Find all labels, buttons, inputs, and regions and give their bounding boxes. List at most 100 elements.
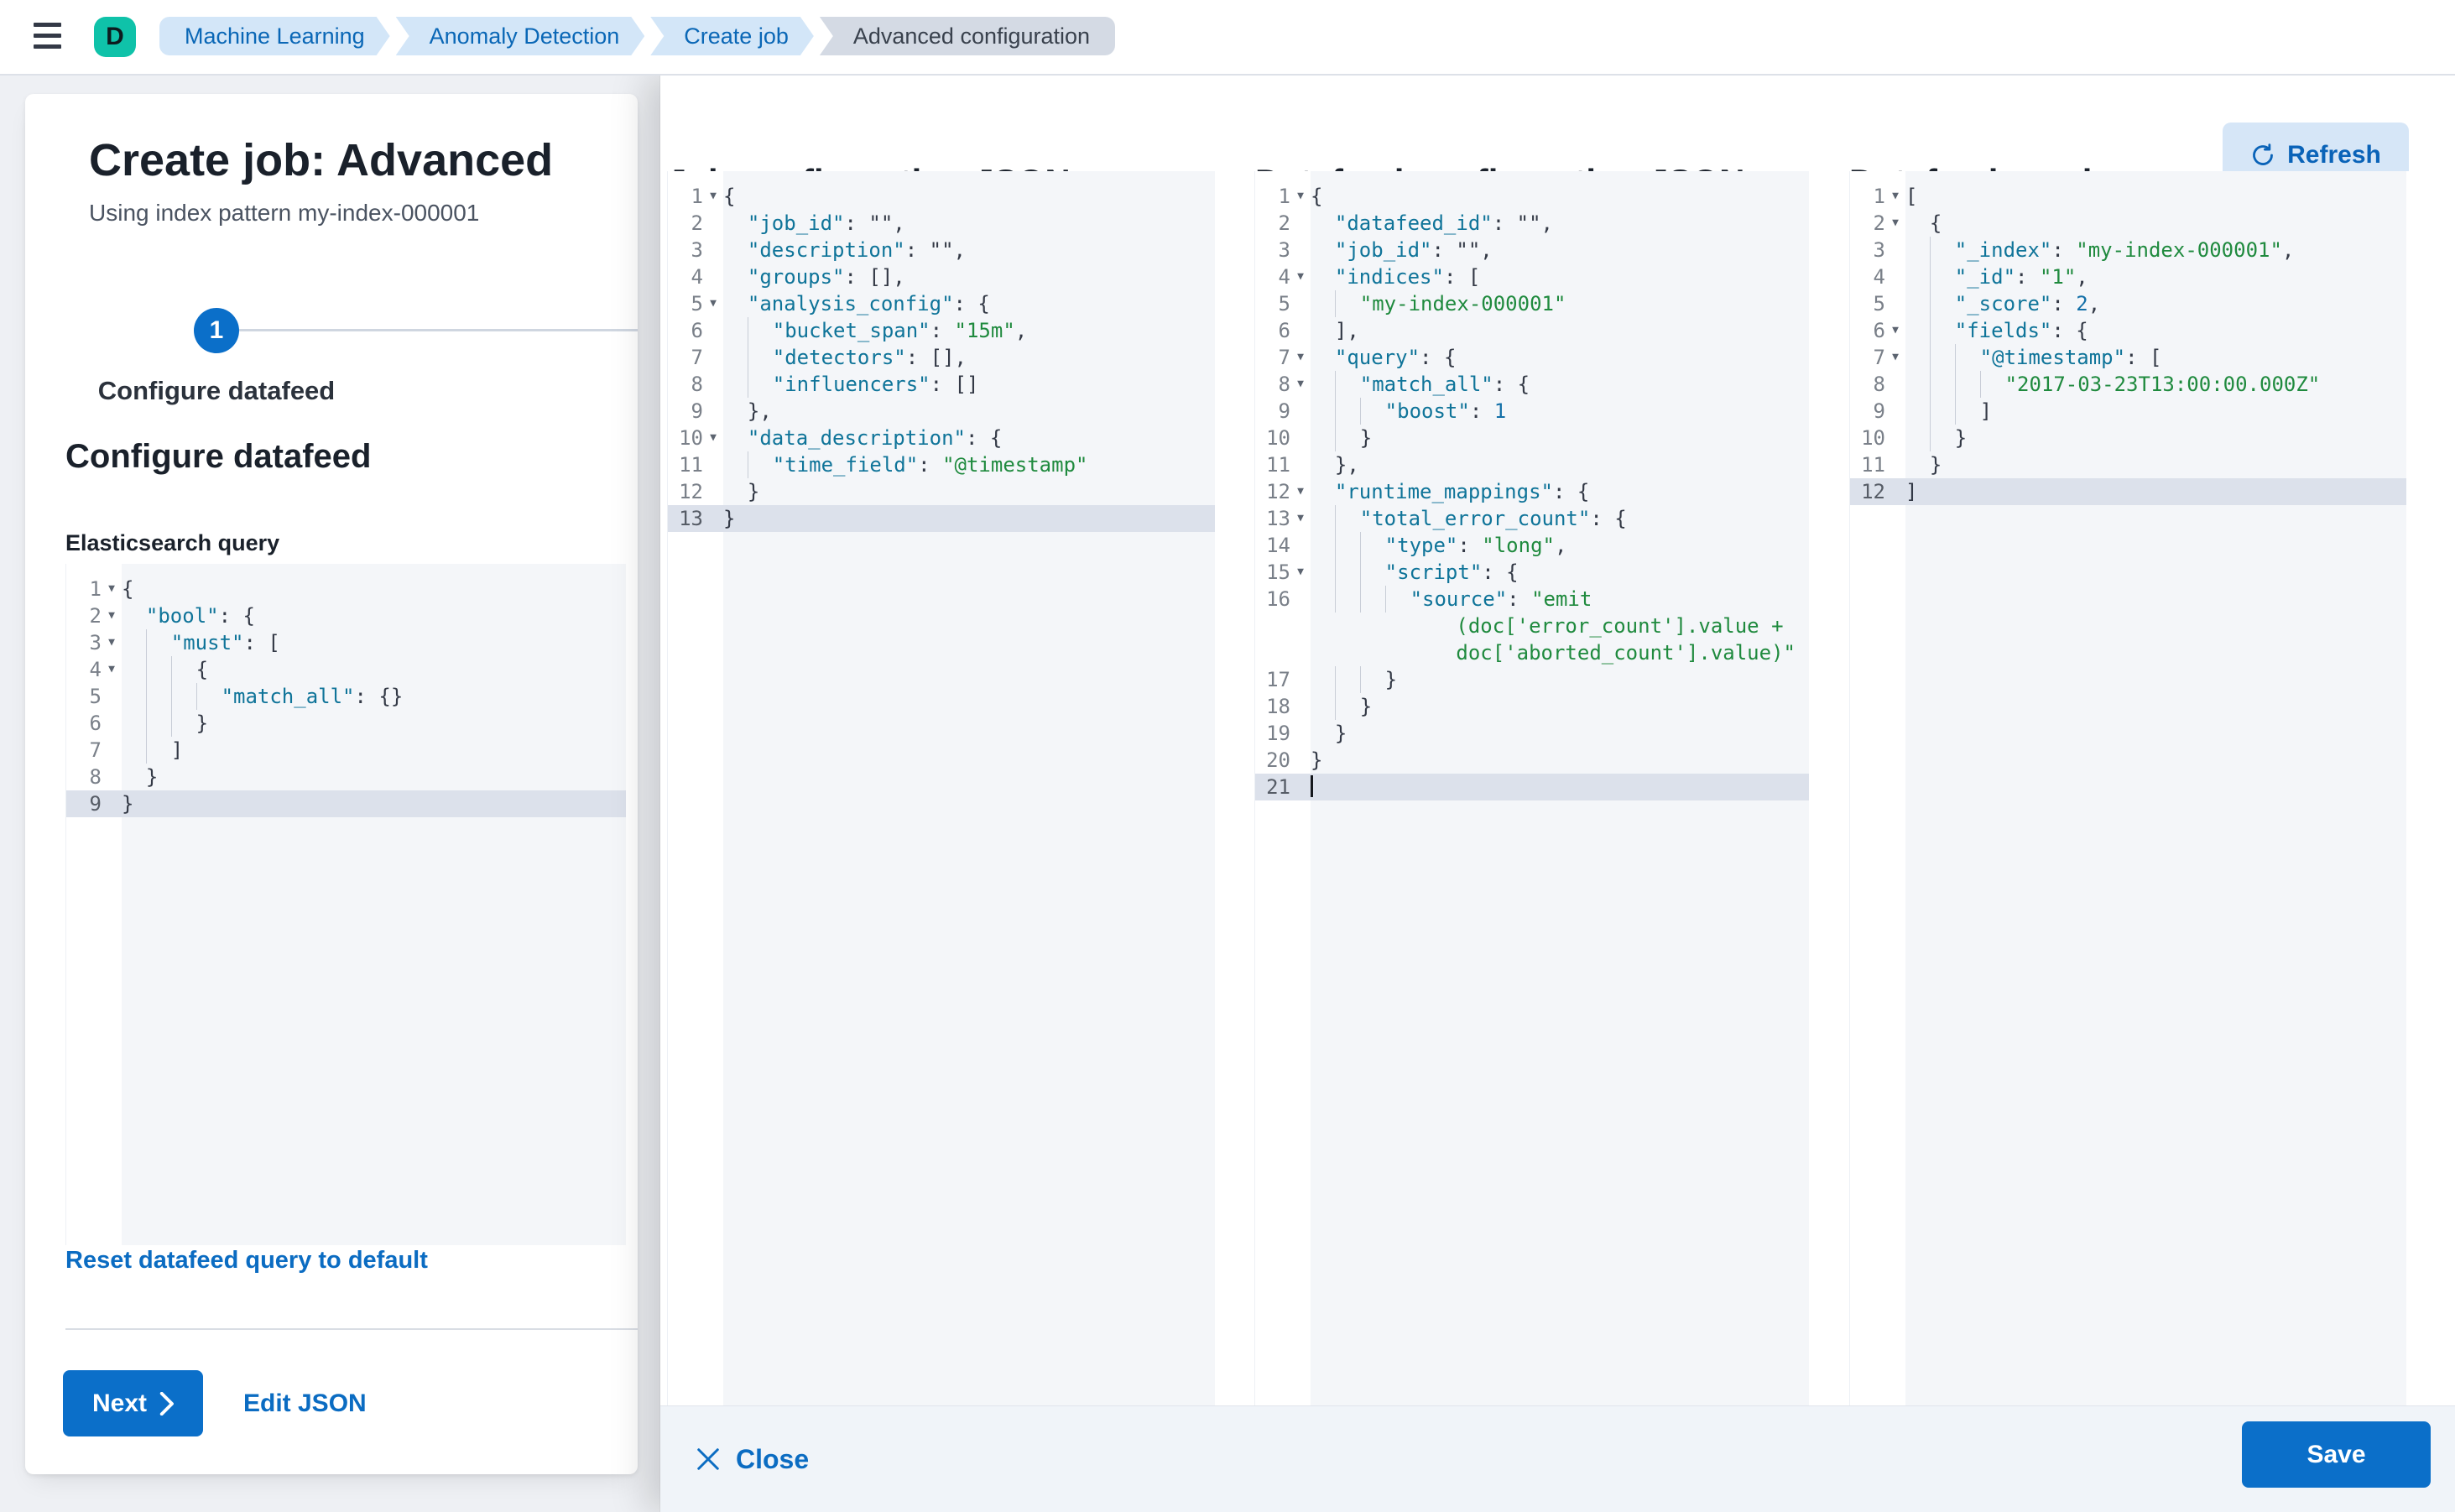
code-line: 3"description": "", <box>691 238 966 262</box>
reset-datafeed-query-link[interactable]: Reset datafeed query to default <box>65 1247 428 1274</box>
fold-arrow-icon[interactable]: ▼ <box>108 663 115 675</box>
fold-arrow-icon[interactable]: ▼ <box>108 636 115 649</box>
code-line: 7▼"query": { <box>1278 346 1457 369</box>
close-icon <box>697 1448 719 1470</box>
code-line: 13▼"total_error_count": { <box>1266 505 1627 532</box>
code-line: 12▼"runtime_mappings": { <box>1266 480 1590 503</box>
code-line: 12] <box>1850 478 2406 505</box>
code-line: 2"datafeed_id": "", <box>1278 211 1553 235</box>
indent-guide <box>1929 344 1955 371</box>
fold-arrow-icon[interactable]: ▼ <box>710 297 717 310</box>
code-line: 18} <box>1266 693 1373 720</box>
code-line: 5"_score": 2, <box>1873 290 2101 317</box>
fold-arrow-icon[interactable]: ▼ <box>1892 324 1899 336</box>
code-line: 2▼"bool": { <box>89 604 255 628</box>
indent-guide <box>195 683 222 710</box>
panel-divider <box>65 1328 638 1330</box>
indent-guide <box>1954 344 1980 371</box>
indent-guide <box>1334 559 1360 586</box>
code-line: 21 <box>1255 774 1809 800</box>
create-job-panel: Create job: Advanced Using index pattern… <box>25 94 638 1474</box>
code-line: 1▼{ <box>1278 185 1323 208</box>
code-line: 1▼{ <box>691 185 736 208</box>
step-1-label: Configure datafeed <box>97 376 336 405</box>
code-line: 15▼"script": { <box>1266 559 1519 586</box>
indent-guide <box>1929 317 1955 344</box>
indent-guide <box>747 451 773 478</box>
fold-arrow-icon[interactable]: ▼ <box>1892 351 1899 363</box>
next-button-label: Next <box>91 1389 148 1417</box>
code-line: 13} <box>668 505 1215 532</box>
breadcrumb-advanced-configuration: Advanced configuration <box>819 17 1116 55</box>
code-line: doc['aborted_count'].value)" <box>1456 641 1796 665</box>
code-line: 14"type": "long", <box>1266 532 1567 559</box>
indent-guide <box>1929 398 1955 425</box>
elasticsearch-query-editor[interactable]: 1▼{2▼"bool": {3▼"must": [4▼{5"match_all"… <box>65 564 626 1245</box>
indent-guide <box>1384 586 1410 613</box>
fold-arrow-icon[interactable]: ▼ <box>1297 566 1304 578</box>
code-line: 6} <box>89 710 209 737</box>
fold-arrow-icon[interactable]: ▼ <box>108 609 115 622</box>
code-line: 9] <box>1873 398 1993 425</box>
fold-arrow-icon[interactable]: ▼ <box>1892 190 1899 202</box>
code-line: 3"job_id": "", <box>1278 238 1493 262</box>
breadcrumb-machine-learning[interactable]: Machine Learning <box>159 17 390 55</box>
section-heading: Configure datafeed <box>65 438 372 475</box>
avatar[interactable]: D <box>94 17 136 57</box>
breadcrumb-create-job[interactable]: Create job <box>650 17 814 55</box>
indent-guide <box>1359 532 1385 559</box>
indent-guide <box>1334 532 1360 559</box>
fold-arrow-icon[interactable]: ▼ <box>1297 351 1304 363</box>
code-line: 1▼[ <box>1873 185 1918 208</box>
indent-guide <box>1359 559 1385 586</box>
code-line: 5"match_all": {} <box>89 683 404 710</box>
close-button[interactable]: Close <box>691 1430 814 1489</box>
fold-arrow-icon[interactable]: ▼ <box>1297 378 1304 390</box>
indent-guide <box>747 371 773 398</box>
code-line: 6], <box>1278 319 1359 342</box>
job-configuration-editor[interactable]: 1▼{2"job_id": "",3"description": "",4"gr… <box>667 171 1245 1406</box>
indent-guide <box>1929 371 1955 398</box>
step-1-indicator[interactable]: 1 <box>194 308 239 353</box>
indent-guide <box>1929 263 1955 290</box>
next-button[interactable]: Next <box>63 1370 203 1436</box>
save-button[interactable]: Save <box>2242 1421 2431 1488</box>
json-flyout: Job configuration JSON Datafeed configur… <box>660 76 2455 1512</box>
fold-arrow-icon[interactable]: ▼ <box>1297 485 1304 498</box>
indent-guide <box>145 656 171 683</box>
fold-arrow-icon[interactable]: ▼ <box>710 190 717 202</box>
fold-arrow-icon[interactable]: ▼ <box>108 582 115 595</box>
code-line: 3▼"must": [ <box>89 629 280 656</box>
fold-arrow-icon[interactable]: ▼ <box>1297 512 1304 524</box>
datafeed-configuration-editor[interactable]: 1▼{2"datafeed_id": "",3"job_id": "",4▼"i… <box>1254 171 1838 1406</box>
hamburger-menu-icon[interactable] <box>34 23 62 53</box>
elasticsearch-query-label: Elasticsearch query <box>65 530 280 555</box>
indent-guide <box>145 683 171 710</box>
datafeed-preview-editor[interactable]: 1▼[2▼{3"_index": "my-index-000001",4"_id… <box>1849 171 2455 1406</box>
indent-guide <box>747 317 773 344</box>
code-line: 6"bucket_span": "15m", <box>691 317 1028 344</box>
code-line: 9} <box>66 790 626 817</box>
fold-arrow-icon[interactable]: ▼ <box>1297 270 1304 283</box>
fold-arrow-icon[interactable]: ▼ <box>710 431 717 444</box>
indent-guide <box>1954 398 1980 425</box>
indent-guide <box>1334 398 1360 425</box>
breadcrumb-anomaly-detection[interactable]: Anomaly Detection <box>396 17 645 55</box>
refresh-button-label: Refresh <box>2287 141 2381 169</box>
code-line: 5"my-index-000001" <box>1278 290 1566 317</box>
flyout-footer: Close Save <box>660 1405 2455 1512</box>
code-line: 4▼{ <box>89 656 209 683</box>
indent-guide <box>1334 586 1360 613</box>
indent-guide <box>1979 371 2005 398</box>
page-title: Create job: Advanced <box>89 135 554 185</box>
code-line: 11}, <box>1266 453 1359 477</box>
code-line: 10▼"data_description": { <box>679 426 1003 450</box>
code-line: 8} <box>89 765 159 789</box>
indent-guide <box>747 344 773 371</box>
fold-arrow-icon[interactable]: ▼ <box>1892 216 1899 229</box>
code-line: (doc['error_count'].value + <box>1456 614 1784 638</box>
edit-json-link[interactable]: Edit JSON <box>243 1389 367 1417</box>
indent-guide <box>145 710 171 737</box>
fold-arrow-icon[interactable]: ▼ <box>1297 190 1304 202</box>
